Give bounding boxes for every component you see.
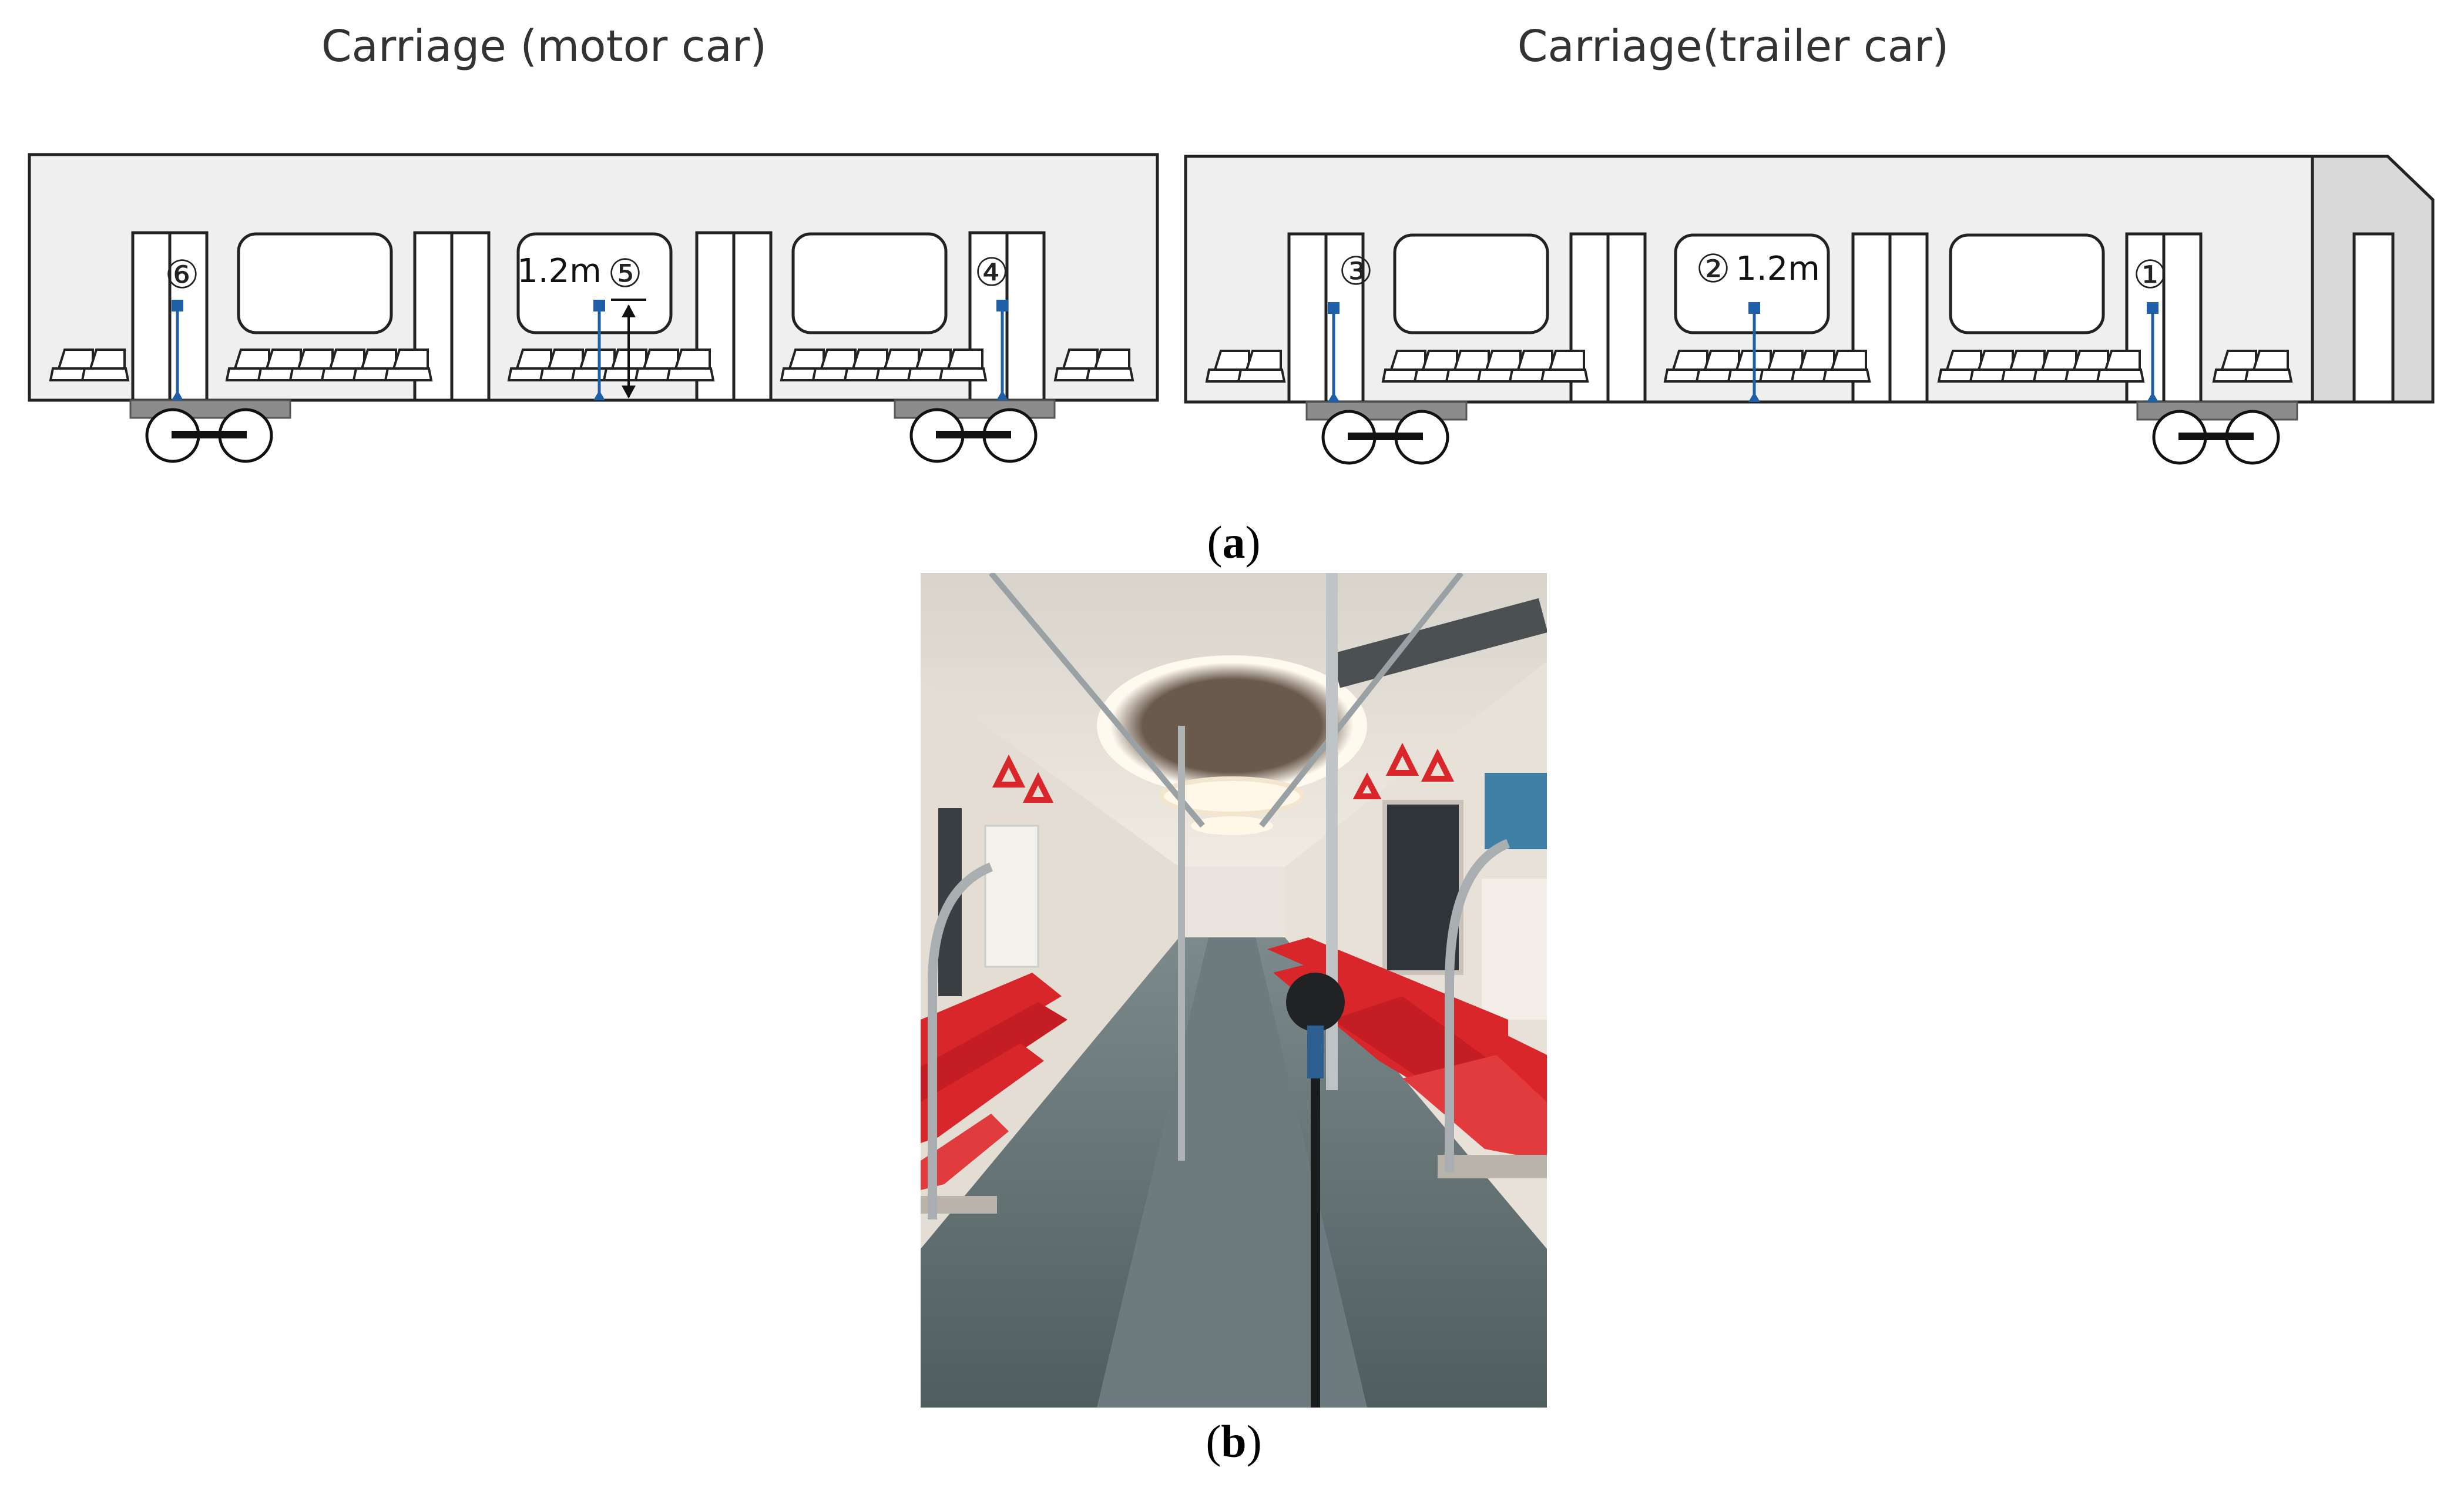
point-marker-3: ③ [1338, 249, 1373, 294]
trailer-car-title: Carriage(trailer car) [1518, 21, 1949, 72]
caption-b-letter: b [1221, 1416, 1247, 1467]
seat-row [227, 350, 431, 380]
point-marker-2: ② [1696, 246, 1730, 292]
door [1287, 232, 1365, 404]
seat-pair [2214, 351, 2291, 381]
window [1393, 233, 1549, 334]
bogie [130, 400, 290, 461]
motor-car-title: Carriage (motor car) [321, 21, 767, 72]
measuring-point-6 [172, 300, 183, 400]
left-seats [921, 973, 1067, 1214]
window [237, 232, 393, 334]
motor-car-body: ⑥ 1.2m ⑤ ④ [28, 153, 1159, 461]
cab-door [2352, 232, 2395, 404]
point-marker-4: ④ [974, 250, 1009, 295]
point-marker-6: ⑥ [165, 252, 199, 297]
bogie [895, 400, 1055, 461]
door [1851, 232, 1929, 404]
window [791, 232, 948, 334]
carriage-diagram: Carriage (motor car) Carriage(trailer ca… [0, 0, 2464, 529]
window [516, 232, 673, 334]
seat-pair [1207, 351, 1284, 381]
door [131, 231, 209, 402]
height-label-5: 1.2m [517, 252, 602, 290]
seat-row [1383, 351, 1587, 381]
point-marker-1: ① [2133, 252, 2167, 297]
measuring-point-5 [593, 299, 646, 400]
seat-row [1939, 351, 2143, 381]
bogie [1307, 402, 1466, 463]
measuring-point-3 [1328, 302, 1340, 402]
height-label-2: 1.2m [1735, 250, 1820, 288]
caption-b: (b) [1206, 1416, 1262, 1467]
seat-row [1665, 351, 1869, 381]
seat-pair [1055, 350, 1133, 380]
window [1949, 233, 2105, 334]
seat-row [509, 350, 713, 380]
measuring-point-4 [996, 300, 1008, 400]
window [1674, 233, 1830, 334]
door [413, 231, 491, 402]
carriage-interior-photo [921, 573, 1547, 1408]
caption-a-letter: a [1222, 517, 1246, 568]
bogie [2137, 402, 2297, 463]
caption-a: (a) [1207, 517, 1261, 568]
trailer-car-body: ③ ② 1.2m ① [1184, 155, 2435, 463]
microphone [1286, 973, 1345, 1408]
seat-pair [51, 350, 128, 380]
point-marker-5: ⑤ [607, 251, 642, 296]
measuring-point-1 [2147, 302, 2158, 402]
seat-row [781, 350, 986, 380]
measuring-point-2 [1748, 302, 1760, 402]
